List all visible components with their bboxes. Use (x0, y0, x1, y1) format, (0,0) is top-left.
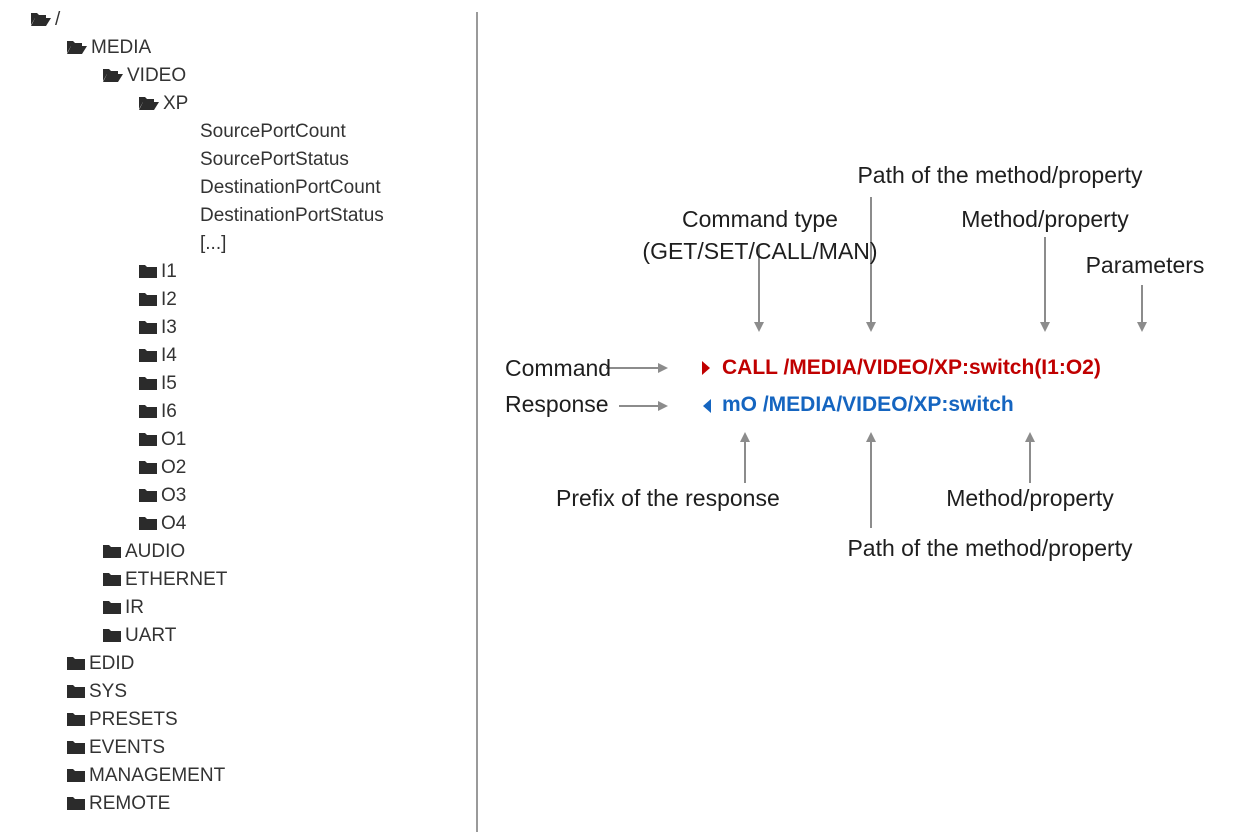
tree-item[interactable]: I1 (138, 258, 177, 286)
tree-item-label: UART (125, 625, 177, 646)
tree-item-label: O1 (161, 429, 187, 450)
parameters-label: Parameters (1085, 252, 1205, 278)
folder-open-icon (102, 65, 127, 86)
response-marker-icon (703, 399, 711, 413)
tree-item[interactable]: DestinationPortCount (200, 174, 381, 202)
tree-item[interactable]: SourcePortCount (200, 118, 346, 146)
tree-item-label: AUDIO (125, 541, 186, 562)
tree-item-label: MANAGEMENT (89, 765, 226, 786)
command-type-label-1: Command type (682, 206, 838, 232)
tree-item[interactable]: SYS (66, 678, 127, 706)
folder-icon (102, 625, 125, 646)
folder-icon (138, 317, 161, 338)
tree-item[interactable]: [...] (200, 230, 226, 258)
method-top-label: Method/property (961, 206, 1129, 232)
folder-icon (138, 429, 161, 450)
folder-icon (66, 681, 89, 702)
tree-item[interactable]: O1 (138, 426, 186, 454)
tree-item-label: SourcePortStatus (200, 149, 349, 170)
tree-item-label: VIDEO (127, 65, 187, 86)
method-bottom-label: Method/property (946, 485, 1114, 511)
folder-icon (66, 709, 89, 730)
tree-item[interactable]: SourcePortStatus (200, 146, 349, 174)
folder-open-icon (138, 93, 163, 114)
tree-item[interactable]: AUDIO (102, 538, 185, 566)
folder-icon (138, 401, 161, 422)
folder-icon (102, 597, 125, 618)
tree-item-label: SourcePortCount (200, 121, 346, 142)
tree-item-label: O3 (161, 485, 187, 506)
path-bottom-label: Path of the method/property (847, 535, 1133, 561)
tree-item[interactable]: IR (102, 594, 144, 622)
folder-icon (138, 261, 161, 282)
folder-icon (102, 569, 125, 590)
folder-open-icon (66, 37, 91, 58)
folder-icon (138, 345, 161, 366)
tree-item-label: I6 (161, 401, 177, 422)
divider (476, 12, 478, 832)
tree-item[interactable]: EVENTS (66, 734, 165, 762)
path-top-label: Path of the method/property (857, 162, 1143, 188)
tree-item-label: PRESETS (89, 709, 178, 730)
folder-icon (138, 373, 161, 394)
tree-item-label: ETHERNET (125, 569, 228, 590)
folder-icon (138, 289, 161, 310)
folder-icon (66, 653, 89, 674)
tree-item-label: I3 (161, 317, 177, 338)
tree-item[interactable]: MANAGEMENT (66, 762, 225, 790)
tree-item-label: EVENTS (89, 737, 166, 758)
folder-icon (66, 737, 89, 758)
folder-open-icon (30, 9, 55, 30)
tree-item[interactable]: / (30, 6, 60, 34)
command-marker-icon (702, 361, 710, 375)
tree-item-label: [...] (200, 233, 227, 254)
tree-item[interactable]: MEDIA (66, 34, 151, 62)
tree-item[interactable]: I5 (138, 370, 177, 398)
tree-item[interactable]: I6 (138, 398, 177, 426)
tree-item[interactable]: EDID (66, 650, 134, 678)
folder-icon (138, 513, 161, 534)
folder-icon (138, 485, 161, 506)
tree-item[interactable]: I3 (138, 314, 177, 342)
tree-item[interactable]: DestinationPortStatus (200, 202, 384, 230)
command-text: CALL /MEDIA/VIDEO/XP:switch(I1:O2) (722, 356, 1101, 379)
tree-item[interactable]: XP (138, 90, 188, 118)
tree-item[interactable]: PRESETS (66, 706, 178, 734)
tree-item[interactable]: O3 (138, 482, 186, 510)
command-type-label-2: (GET/SET/CALL/MAN) (642, 238, 878, 264)
tree-item-label: O2 (161, 457, 187, 478)
tree-item[interactable]: UART (102, 622, 176, 650)
tree-item[interactable]: VIDEO (102, 62, 186, 90)
response-text: mO /MEDIA/VIDEO/XP:switch (722, 393, 1014, 416)
tree-item-label: I1 (161, 261, 177, 282)
folder-icon (66, 793, 89, 814)
tree-item-label: SYS (89, 681, 128, 702)
tree-item-label: I5 (161, 373, 177, 394)
tree-item-label: EDID (89, 653, 135, 674)
tree-item-label: REMOTE (89, 793, 171, 814)
tree-item-label: MEDIA (91, 37, 152, 58)
prefix-label: Prefix of the response (556, 485, 780, 511)
tree-item[interactable]: I2 (138, 286, 177, 314)
tree-item[interactable]: O2 (138, 454, 186, 482)
folder-icon (138, 457, 161, 478)
tree-item-label: I4 (161, 345, 177, 366)
tree-item-label: / (55, 9, 61, 30)
tree-item-label: DestinationPortCount (200, 177, 381, 198)
tree-item[interactable]: REMOTE (66, 790, 170, 818)
command-label: Command (505, 355, 612, 381)
folder-icon (102, 541, 125, 562)
tree-item[interactable]: ETHERNET (102, 566, 227, 594)
tree-item[interactable]: I4 (138, 342, 177, 370)
tree-item-label: XP (163, 93, 189, 114)
tree-item-label: IR (125, 597, 144, 618)
tree-item-label: DestinationPortStatus (200, 205, 384, 226)
folder-icon (66, 765, 89, 786)
tree-item-label: O4 (161, 513, 187, 534)
tree-item[interactable]: O4 (138, 510, 186, 538)
response-label: Response (505, 391, 609, 417)
tree-item-label: I2 (161, 289, 177, 310)
